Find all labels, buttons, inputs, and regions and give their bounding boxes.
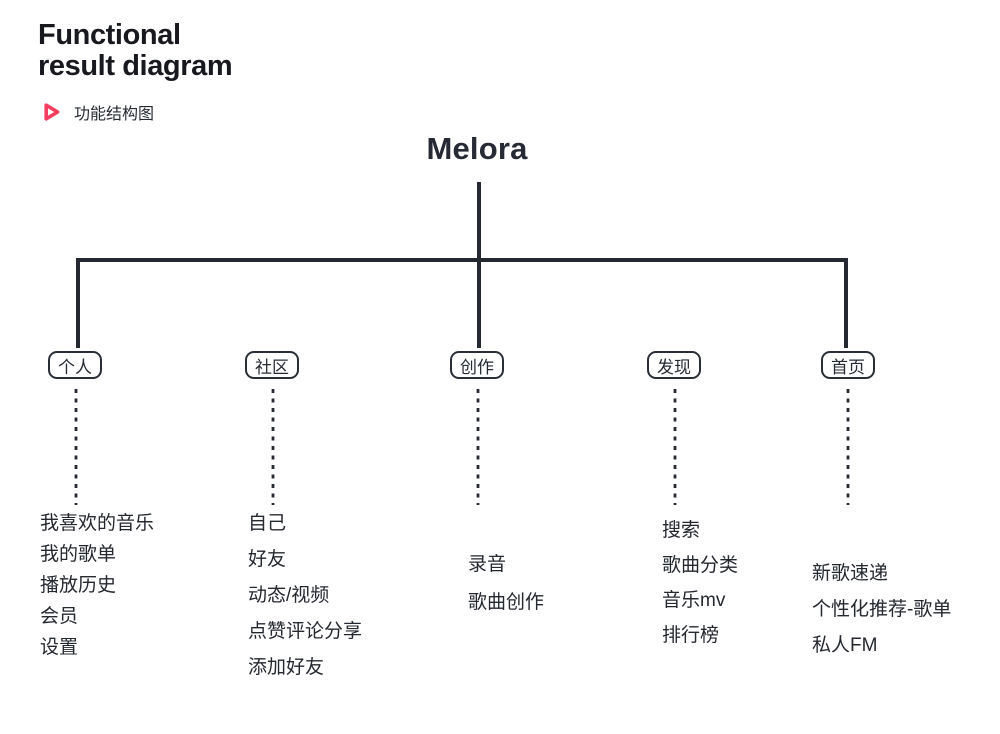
page-title-line2: result diagram (38, 50, 233, 82)
feature-item: 歌曲创作 (468, 592, 545, 613)
feature-item: 新歌速递 (812, 563, 889, 584)
branch-box-discover: 发现 (647, 351, 701, 379)
feature-item: 私人FM (812, 635, 878, 656)
feature-item: 设置 (40, 637, 79, 658)
feature-item: 音乐mv (662, 590, 726, 611)
play-icon (44, 103, 60, 121)
feature-list-community: 自己好友动态/视频点赞评论分享添加好友 (248, 513, 362, 693)
feature-item: 添加好友 (248, 657, 325, 678)
feature-list-discover: 搜索歌曲分类音乐mv 排行榜 (662, 520, 738, 660)
feature-item: 搜索 (662, 520, 701, 541)
feature-item: 点赞评论分享 (248, 621, 363, 642)
page-title-line1: Functional (38, 19, 181, 51)
section-tag-label: 功能结构图 (74, 106, 155, 123)
branch-box-creation: 创作 (450, 351, 504, 379)
feature-item: 我喜欢的音乐 (40, 513, 155, 534)
feature-item: 歌曲分类 (662, 555, 739, 576)
feature-item: 录音 (468, 554, 507, 575)
branch-rail-line (76, 258, 848, 348)
feature-list-home: 新歌速递个性化推荐-歌单私人FM (812, 563, 951, 671)
feature-list-personal: 我喜欢的音乐我的歌单播放历史会员设置 (40, 513, 154, 668)
page-title: Functional result diagram (38, 19, 233, 82)
feature-item: 个性化推荐-歌单 (812, 599, 952, 620)
feature-item: 会员 (40, 606, 79, 627)
feature-item: 排行榜 (662, 625, 720, 646)
feature-item: 好友 (248, 549, 287, 570)
branch-box-community: 社区 (245, 351, 299, 379)
feature-item: 自己 (248, 513, 287, 534)
branch-box-home: 首页 (821, 351, 875, 379)
branch-box-personal: 个人 (48, 351, 102, 379)
feature-item: 动态/视频 (248, 585, 330, 606)
feature-list-creation: 录音歌曲创作 (468, 554, 544, 630)
feature-item: 播放历史 (40, 575, 117, 596)
section-tag: 功能结构图 (41, 100, 154, 124)
root-node-label: Melora (426, 131, 528, 166)
feature-item: 我的歌单 (40, 544, 117, 565)
dotted-droppers (74, 389, 850, 505)
